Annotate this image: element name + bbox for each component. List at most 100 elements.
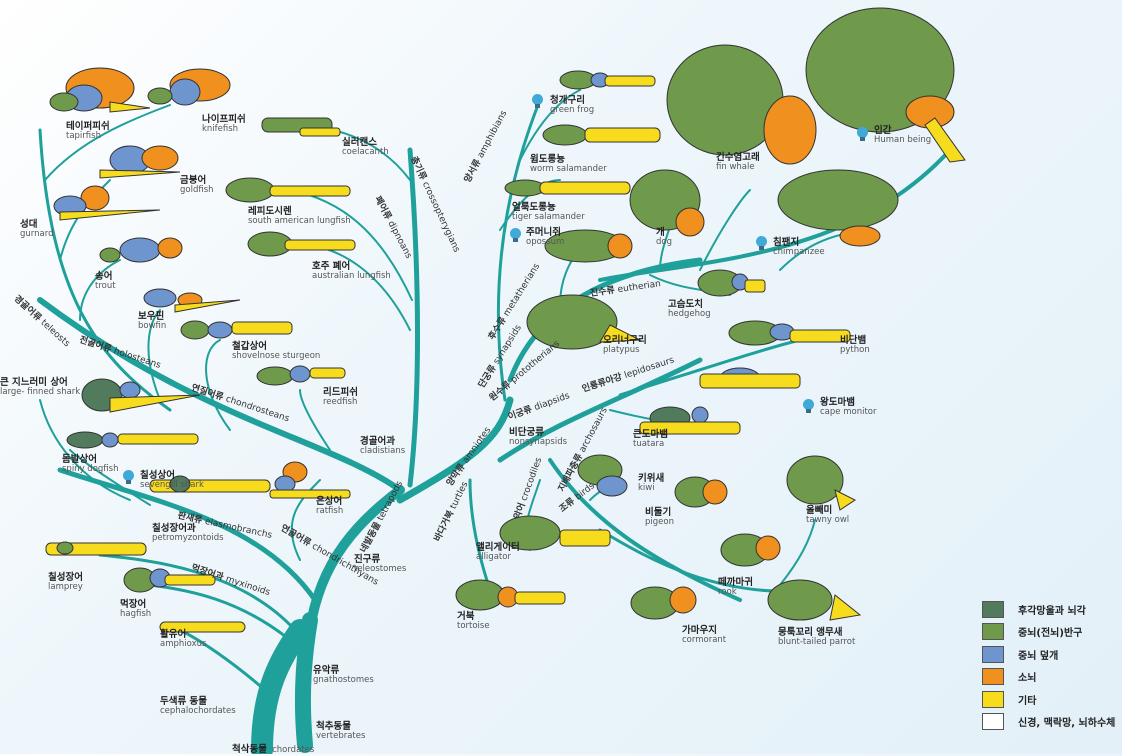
nonsynapsids-en: nonsynapsids xyxy=(509,438,567,447)
au-lungfish-en: australian lungfish xyxy=(312,272,391,281)
rook-en: rook xyxy=(718,588,753,597)
brain-cape-monitor xyxy=(700,368,800,388)
cormorant-en: cormorant xyxy=(682,636,726,645)
cephalo-en: cephalochordates xyxy=(160,707,236,716)
label-gurnard: 성대gurnard xyxy=(20,220,53,239)
legend-label: 기타 xyxy=(1018,692,1036,707)
brain-cormorant xyxy=(631,587,696,619)
brain-rook xyxy=(721,534,780,566)
human-en: Human being xyxy=(874,136,931,145)
brain-frog xyxy=(560,71,655,89)
lightbulb-icon xyxy=(857,127,868,138)
label-human: 인간Human being xyxy=(874,126,931,145)
lightbulb-icon xyxy=(532,94,543,105)
trout-en: trout xyxy=(95,282,116,291)
tortoise-en: tortoise xyxy=(457,622,490,631)
brain-gurnard xyxy=(54,186,160,220)
cladistians-en: cladistians xyxy=(360,447,405,456)
lightbulb-icon xyxy=(803,399,814,410)
label-hedgehog: 고슴도치hedgehog xyxy=(668,300,711,319)
sa-lungfish-en: south american lungfish xyxy=(248,217,351,226)
gnatho-en: gnathostomes xyxy=(313,676,374,685)
label-platypus: 오리너구리platypus xyxy=(603,336,647,355)
brain-reedfish xyxy=(257,366,345,385)
goldfish-en: goldfish xyxy=(180,186,214,195)
brain-owl xyxy=(787,456,855,510)
label-au-lungfish: 호주 폐어australian lungfish xyxy=(312,262,391,281)
sevengill-en: sevengill shark xyxy=(140,481,204,490)
ratfish-en: ratfish xyxy=(316,507,343,516)
label-rook: 떼까마귀rook xyxy=(718,578,753,597)
brain-dogfish xyxy=(67,432,198,448)
sturgeon-en: shovelnose sturgeon xyxy=(232,352,320,361)
color-legend: 후각망울과 뇌각 중뇌(전뇌)반구 중뇌 덮개 소뇌 기타 신경, 맥락망, 뇌… xyxy=(982,598,1115,733)
brain-sturgeon xyxy=(181,321,292,339)
legend-item: 소뇌 xyxy=(982,666,1115,689)
brain-pigeon xyxy=(675,477,727,507)
clade-chordates: 척삭동물 chordates xyxy=(232,739,314,756)
legend-swatch xyxy=(982,601,1004,618)
clade-cladistians: 경골어과cladistians xyxy=(360,437,405,456)
opossum-en: opossum xyxy=(526,238,564,247)
hedgehog-en: hedgehog xyxy=(668,310,711,319)
legend-item: 중뇌 덮개 xyxy=(982,643,1115,666)
dogfish-en: spiny dogfish xyxy=(62,465,118,474)
label-hagfish: 먹장어hagfish xyxy=(120,600,151,619)
lightbulb-icon xyxy=(510,228,521,239)
legend-swatch xyxy=(982,713,1004,730)
label-goldfish: 금붕어goldfish xyxy=(180,176,214,195)
legend-swatch xyxy=(982,646,1004,663)
brain-lamprey xyxy=(46,542,146,555)
label-alligator: 앨리게이터alligator xyxy=(476,543,520,562)
brain-bowfin xyxy=(144,289,240,312)
legend-label: 후각망울과 뇌각 xyxy=(1018,602,1086,617)
brain-tapirfish xyxy=(50,68,150,112)
hagfish-en: hagfish xyxy=(120,610,151,619)
brain-worm-sal xyxy=(543,125,660,145)
brain-goldfish xyxy=(100,146,180,178)
tuatara-en: tuatara xyxy=(633,440,668,449)
label-frog: 청개구리green frog xyxy=(550,96,594,115)
legend-item: 중뇌(전뇌)반구 xyxy=(982,621,1115,644)
vertebrates-en: vertebrates xyxy=(316,732,365,741)
brain-hedgehog xyxy=(698,270,765,296)
brain-ratfish xyxy=(270,462,350,498)
lightbulb-icon xyxy=(123,470,134,481)
amphioxus-en: amphioxus xyxy=(160,640,206,649)
gurnard-en: gurnard xyxy=(20,230,53,239)
trunk-vertebrates xyxy=(303,620,310,745)
tapirfish-en: tapirfish xyxy=(66,132,110,141)
brain-trout xyxy=(100,238,182,262)
brain-knifefish xyxy=(148,69,230,105)
brain-shark xyxy=(82,379,200,412)
label-tuatara: 큰도마뱀tuatara xyxy=(633,430,668,449)
chordates-ko: 척삭동물 xyxy=(232,744,267,755)
platypus-en: platypus xyxy=(603,346,647,355)
legend-swatch xyxy=(982,623,1004,640)
legend-item: 후각망울과 뇌각 xyxy=(982,598,1115,621)
legend-swatch xyxy=(982,668,1004,685)
label-amphioxus: 활유어amphioxus xyxy=(160,630,206,649)
label-owl: 올빼미tawny owl xyxy=(806,506,849,525)
chimp-en: chimpanzee xyxy=(773,248,825,257)
branch-sarco xyxy=(410,150,418,485)
alligator-en: alligator xyxy=(476,553,520,562)
whale-en: fin whale xyxy=(716,163,760,172)
clade-vertebrates: 척추동물vertebrates xyxy=(316,722,365,741)
worm-sal-en: worm salamander xyxy=(530,165,607,174)
parrot-en: blunt-tailed parrot xyxy=(778,638,855,647)
branch-au-lung xyxy=(310,245,410,330)
legend-item: 신경, 맥락망, 뇌하수체 xyxy=(982,711,1115,734)
label-knifefish: 나이프피쉬knifefish xyxy=(202,115,246,134)
